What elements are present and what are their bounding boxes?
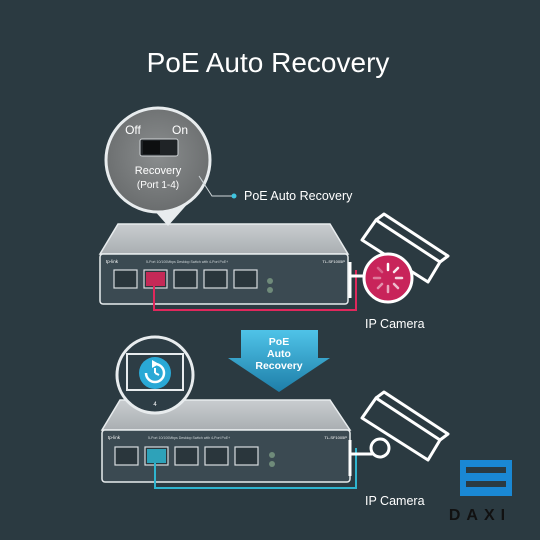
bottom-camera-lens (369, 437, 391, 459)
dip-switch-lever (143, 141, 160, 154)
top-switch-brand: tp-link (106, 259, 119, 264)
arrow-label-recovery: Recovery (255, 360, 302, 372)
inset-off-label: Off (125, 123, 141, 137)
inset-circle (104, 106, 212, 214)
bottom-switch-brand: tp-link (108, 435, 121, 440)
inset-recovery-label: Recovery (135, 165, 182, 177)
top-switch-model: TL-SF1005P (322, 259, 345, 264)
arrow-label-auto: Auto (267, 348, 291, 360)
recovery-switch-inset: Off On Recovery (Port 1-4) (104, 106, 212, 226)
top-switch-led-2 (267, 287, 273, 293)
bottom-switch: tp-link 5-Port 10/100Mbps Desktop Switch… (100, 399, 352, 483)
bottom-switch-led-2 (269, 461, 275, 467)
top-switch-description: 5-Port 10/100Mbps Desktop Switch with 4-… (146, 260, 228, 264)
bottom-camera (348, 390, 450, 476)
poe-auto-recovery-arrow: PoE Auto Recovery (228, 330, 330, 392)
bottom-switch-ports (114, 446, 259, 466)
top-camera-label: IP Camera (365, 317, 425, 331)
top-switch: tp-link 5-Port 10/100Mbps Desktop Switch… (98, 223, 350, 305)
bottom-port-3 (174, 446, 199, 466)
bottom-port-4 (204, 446, 229, 466)
top-switch-led-1 (267, 278, 273, 284)
refresh-icon (144, 362, 166, 384)
top-port-4 (203, 269, 228, 289)
top-camera-hood (375, 212, 450, 264)
bottom-port-2-ok (147, 449, 166, 463)
bottom-switch-led-1 (269, 452, 275, 458)
top-cable-fault (153, 270, 357, 311)
page-title: PoE Auto Recovery (147, 47, 390, 78)
loading-spinner-icon (372, 262, 404, 294)
refresh-arrowhead-icon (152, 360, 159, 368)
bottom-port-1 (114, 446, 139, 466)
bottom-camera-hood (375, 390, 450, 442)
bottom-switch-model: TL-SF1005P (324, 435, 347, 440)
top-port-5 (233, 269, 258, 289)
inset-port-range-label: (Port 1-4) (137, 180, 179, 191)
daxi-logo-text: DAXI (449, 507, 511, 524)
bottom-camera-label: IP Camera (365, 494, 425, 508)
callout-label: PoE Auto Recovery (244, 189, 353, 203)
top-switch-ports (113, 269, 258, 289)
top-port-2-fault (146, 272, 165, 286)
callout-line (198, 175, 234, 197)
port-zoom-label: 4 (153, 402, 157, 408)
inset-on-label: On (172, 123, 188, 137)
port-zoom-frame (126, 353, 184, 391)
top-port-3 (173, 269, 198, 289)
bottom-port-5 (234, 446, 259, 466)
port-zoom-inset: 4 (115, 335, 195, 415)
arrow-label-poe: PoE (269, 336, 289, 348)
daxi-logo: DAXI (449, 460, 512, 524)
bottom-switch-description: 5-Port 10/100Mbps Desktop Switch with 4-… (148, 436, 230, 440)
top-port-1 (113, 269, 138, 289)
bottom-cable-ok (154, 448, 357, 489)
callout-dot (231, 193, 237, 199)
top-camera-fault-circle (362, 252, 414, 304)
